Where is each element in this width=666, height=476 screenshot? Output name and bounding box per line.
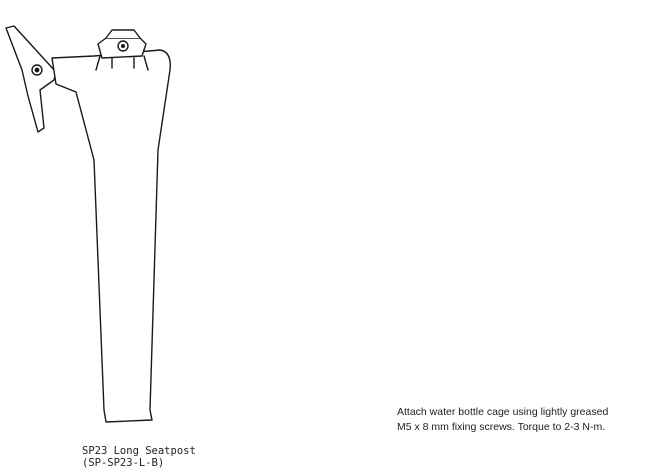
instruction-text: Attach water bottle cage using lightly g… — [397, 405, 657, 435]
instruction-line2: M5 x 8 mm fixing screws. Torque to 2-3 N… — [397, 421, 606, 433]
seatpost-drawing — [5, 25, 171, 423]
seatpost-caption-line2: (SP-SP23-L-B) — [82, 457, 165, 469]
seatpost-caption-line1: SP23 Long Seatpost — [82, 445, 196, 457]
instruction-line1: Attach water bottle cage using lightly g… — [397, 406, 609, 418]
seatpost-caption: SP23 Long Seatpost (SP-SP23-L-B) — [82, 445, 282, 469]
